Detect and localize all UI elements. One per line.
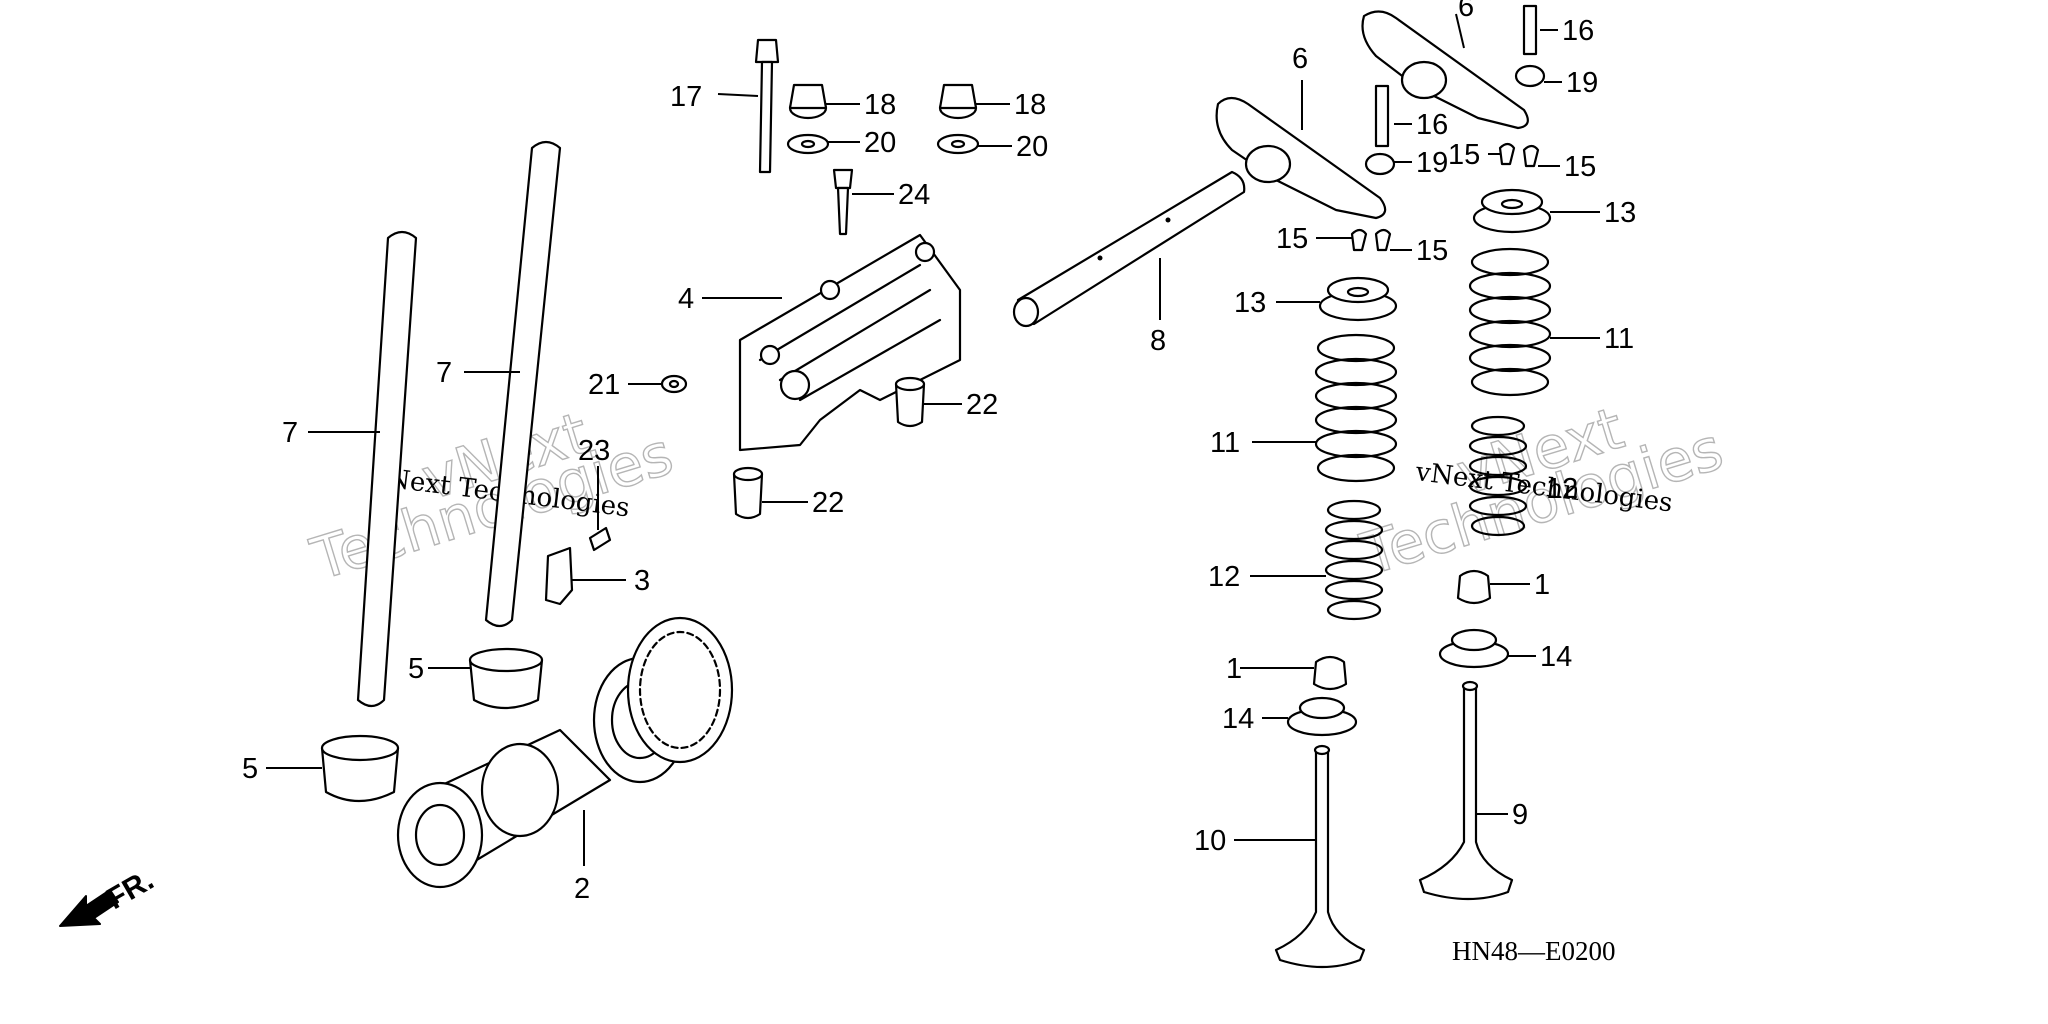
rocker-arm-holder <box>738 233 962 452</box>
callout-15-left-b: 15 <box>1416 235 1448 267</box>
callout-16-right: 16 <box>1562 15 1594 47</box>
bracket-3 <box>544 546 574 606</box>
tappet-lower <box>320 734 400 802</box>
callout-18-right: 18 <box>1014 89 1046 121</box>
callout-15-right-a: 15 <box>1448 139 1480 171</box>
valve-stem-seal-1-right <box>1456 569 1492 605</box>
push-rod-right <box>484 140 562 628</box>
callout-11-left: 11 <box>1210 427 1240 459</box>
callout-23: 23 <box>578 435 610 467</box>
rocker-shaft <box>1012 170 1246 328</box>
leader-lines <box>266 13 1600 866</box>
exhaust-valve-9 <box>1418 680 1514 901</box>
callout-10: 10 <box>1194 825 1226 857</box>
lock-nut-19-left <box>1364 152 1396 176</box>
spring-retainer-13-left <box>1318 276 1398 322</box>
callout-22-lower: 22 <box>812 487 844 519</box>
callout-14-right: 14 <box>1540 641 1572 673</box>
callout-18-left: 18 <box>864 89 896 121</box>
callout-12-left: 12 <box>1208 561 1240 593</box>
callout-5-lower: 5 <box>242 753 258 785</box>
valve-cotter-15-right <box>1498 142 1540 168</box>
tappet-upper <box>468 647 544 710</box>
callout-16-left: 16 <box>1416 109 1448 141</box>
callout-20-left: 20 <box>864 127 896 159</box>
callout-labels: 17 18 18 20 20 24 4 21 22 22 23 3 7 7 5 … <box>242 0 1636 905</box>
intake-valve-10 <box>1274 744 1366 969</box>
washer-20-right <box>936 133 980 155</box>
spring-seat-14-right <box>1438 628 1510 669</box>
inner-valve-spring-12-left <box>1324 499 1384 621</box>
valve-stem-seal-1-left <box>1312 655 1348 691</box>
callout-21: 21 <box>588 369 620 401</box>
dowel-pin-22-upper <box>894 376 926 428</box>
callout-13-right: 13 <box>1604 197 1636 229</box>
spring-seat-14-left <box>1286 696 1358 737</box>
callout-15-left-a: 15 <box>1276 223 1308 255</box>
callout-9: 9 <box>1512 799 1528 831</box>
callout-1-left: 1 <box>1226 653 1242 685</box>
lock-nut-19-right <box>1514 64 1546 88</box>
spring-retainer-13-right <box>1472 188 1552 234</box>
washer-21 <box>660 374 688 394</box>
cap-nut-18-left <box>788 83 828 120</box>
bolt-17 <box>754 38 780 174</box>
callout-19-right: 19 <box>1566 67 1598 99</box>
camshaft <box>396 616 734 889</box>
callout-19-left: 19 <box>1416 147 1448 179</box>
callout-6-right: 6 <box>1458 0 1474 23</box>
watermark-right: vNext Technologies vNext Technologies <box>1353 393 1732 589</box>
adjusting-screw-16-right <box>1522 4 1538 56</box>
cap-nut-18-right <box>938 83 978 120</box>
front-arrow-icon <box>59 889 119 927</box>
callout-11-right: 11 <box>1604 323 1634 355</box>
callout-7-upper: 7 <box>436 357 452 389</box>
diagram-reference-code: HN48—E0200 <box>1452 936 1616 966</box>
bolt-24 <box>832 168 854 236</box>
push-rod-left <box>356 230 418 708</box>
adjusting-screw-16-left <box>1374 84 1390 148</box>
dowel-pin-22-lower <box>732 466 764 520</box>
front-direction-indicator: FR. <box>59 863 159 927</box>
washer-20-left <box>786 133 830 155</box>
callout-1-right: 1 <box>1534 569 1550 601</box>
callout-6-left: 6 <box>1292 43 1308 75</box>
inner-valve-spring-12-right <box>1468 415 1528 537</box>
callout-14-left: 14 <box>1222 703 1254 735</box>
callout-2: 2 <box>574 873 590 905</box>
rocker-arm-left <box>1215 96 1387 220</box>
callout-5-upper: 5 <box>408 653 424 685</box>
callout-8: 8 <box>1150 325 1166 357</box>
callout-22-upper: 22 <box>966 389 998 421</box>
callout-12-right: 12 <box>1546 473 1578 505</box>
outer-valve-spring-11-left <box>1314 333 1398 483</box>
callout-7-lower: 7 <box>282 417 298 449</box>
callout-20-right: 20 <box>1016 131 1048 163</box>
callout-24: 24 <box>898 179 930 211</box>
callout-15-right-b: 15 <box>1564 151 1596 183</box>
callout-13-left: 13 <box>1234 287 1266 319</box>
outer-valve-spring-11-right <box>1468 247 1552 397</box>
callout-4: 4 <box>678 283 694 315</box>
bolt-23 <box>588 526 612 552</box>
callout-17: 17 <box>670 81 702 113</box>
rocker-arm-right <box>1361 10 1529 130</box>
valve-cotter-15-left <box>1350 228 1392 252</box>
callout-3: 3 <box>634 565 650 597</box>
